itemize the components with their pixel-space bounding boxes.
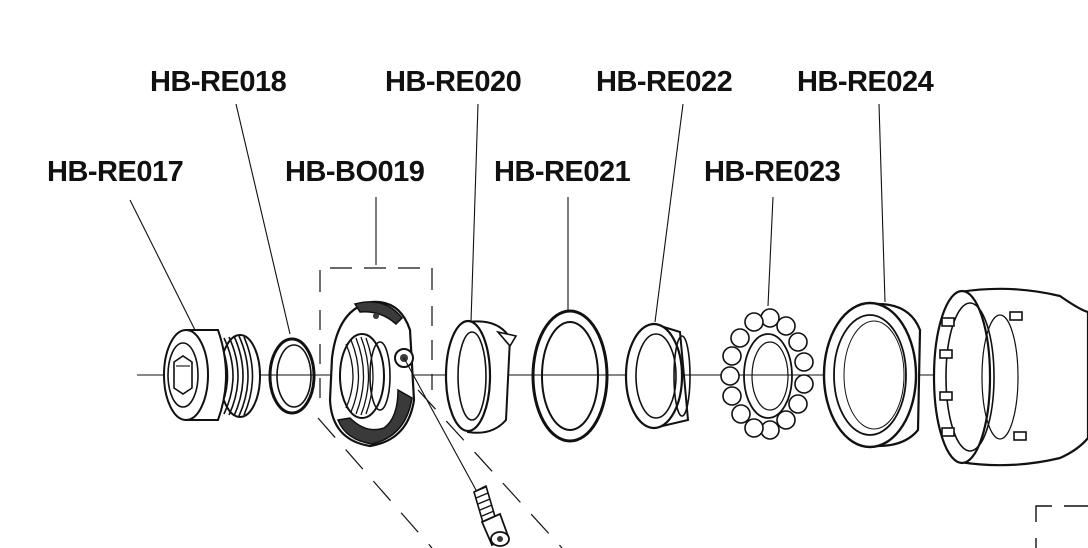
label-hb-re020: HB-RE020: [385, 66, 521, 98]
label-hb-re021: HB-RE021: [494, 156, 631, 188]
part-hb-re024: [822, 301, 922, 449]
leader-hb-re023: [767, 196, 774, 307]
part-hb-bo019: [328, 300, 510, 547]
clamp-bracket-dashed: [317, 267, 563, 548]
part-hb-re017: [163, 329, 261, 421]
leader-lines: [129, 103, 886, 337]
clamp-guide-right: [417, 389, 563, 548]
leader-hb-re020: [470, 103, 479, 323]
part-hb-re023: [720, 308, 814, 440]
leader-hb-re017: [129, 199, 199, 337]
label-hb-re023: HB-RE023: [704, 156, 841, 188]
part-hb-re021: [531, 309, 609, 443]
part-hb-re018: [268, 337, 316, 415]
label-hb-bo019: HB-BO019: [285, 156, 425, 188]
leader-hb-re024: [878, 103, 886, 303]
part-hb-bo019-bolt: [403, 357, 510, 547]
frame-corner-bracket: [1035, 505, 1088, 548]
part-hb-re022: [624, 322, 691, 430]
label-hb-re018: HB-RE018: [150, 66, 287, 98]
leader-hb-re022: [654, 103, 684, 323]
leader-hb-re018: [235, 103, 291, 335]
clamp-guide-left: [317, 417, 433, 548]
part-hb-re020: [444, 319, 518, 434]
label-hb-re017: HB-RE017: [47, 156, 183, 188]
label-hb-re022: HB-RE022: [596, 66, 732, 98]
label-hb-re024: HB-RE024: [797, 66, 934, 98]
frame-head-tube: [932, 287, 1088, 467]
